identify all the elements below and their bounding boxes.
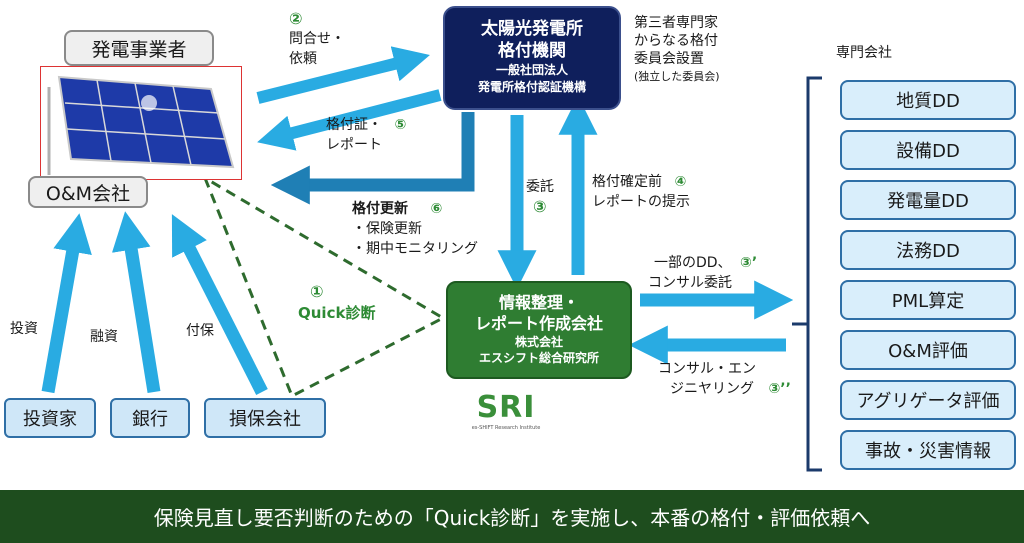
- label-flow5-line1: 格付証・ ⑤: [326, 116, 406, 134]
- expert-item: 地質DD: [840, 80, 1016, 120]
- label-flow2-line2: 依頼: [289, 51, 317, 67]
- label-flow2-line1: 問合せ・: [289, 31, 345, 47]
- label-flow6-item2: ・期中モニタリング: [352, 241, 478, 257]
- summary-banner: 保険見直し要否判断のための「Quick診断」を実施し、本番の格付・評価依頼へ: [0, 490, 1024, 543]
- label-flow3a-text: 一部のDD、: [654, 255, 732, 271]
- om-company-label: O&M会社: [45, 182, 131, 205]
- experts-title: 専門会社: [836, 45, 892, 61]
- committee-line3: 委員会設置: [634, 51, 704, 67]
- insurer-label: 損保会社: [229, 409, 301, 430]
- report-company-org2: エスシフト総合研究所: [478, 351, 599, 365]
- label-flow4-text: 格付確定前: [592, 174, 662, 190]
- arrow-finance: [111, 211, 161, 394]
- rating-agency-box: 太陽光発電所 格付機関 一般社団法人 発電所格付認証機構: [443, 6, 621, 110]
- label-insure: 付保: [186, 323, 214, 339]
- report-company-org1: 株式会社: [514, 335, 563, 349]
- operator-box: 発電事業者: [64, 30, 214, 66]
- committee-note: 第三者専門家 からなる格付 委員会設置 (独立した委員会): [634, 14, 720, 86]
- label-flow6-text: 格付更新: [352, 201, 408, 217]
- label-flow3a-number: ③’: [740, 255, 758, 271]
- solar-panel-icon: [41, 67, 241, 179]
- rating-agency-title1: 太陽光発電所: [481, 19, 583, 39]
- expert-item: PML算定: [840, 280, 1016, 320]
- sri-logo: SRI es-SHIFT Research Institute: [466, 392, 546, 438]
- expert-item: 法務DD: [840, 230, 1016, 270]
- label-flow3b-line1: コンサル・エン: [658, 361, 756, 377]
- expert-item-label: 事故・災害情報: [865, 441, 991, 462]
- report-company-box: 情報整理・ レポート作成会社 株式会社 エスシフト総合研究所: [446, 281, 632, 379]
- label-flow4-line1: 格付確定前 ④: [592, 173, 686, 191]
- label-flow3: 委託: [526, 179, 554, 195]
- committee-line1: 第三者専門家: [634, 15, 718, 31]
- label-flow3a-line2: コンサル委託: [648, 275, 732, 291]
- expert-item: 発電量DD: [840, 180, 1016, 220]
- investor-box: 投資家: [4, 398, 96, 438]
- report-company-title2: レポート作成会社: [474, 314, 603, 333]
- label-flow3-number: ③: [533, 197, 547, 216]
- expert-item-label: O&M評価: [888, 341, 968, 362]
- expert-item-label: 地質DD: [896, 91, 960, 112]
- label-flow1-number: ①: [310, 282, 324, 301]
- label-flow3b-text: ジニヤリング: [670, 381, 754, 397]
- expert-item: 設備DD: [840, 130, 1016, 170]
- investor-label: 投資家: [23, 409, 77, 430]
- rating-agency-title2: 格付機関: [498, 41, 566, 61]
- bank-label: 銀行: [132, 409, 168, 430]
- expert-item-label: 発電量DD: [887, 191, 969, 212]
- expert-item: アグリゲータ評価: [840, 380, 1016, 420]
- operator-label: 発電事業者: [91, 38, 187, 61]
- expert-item-label: PML算定: [891, 291, 965, 312]
- label-flow1-text: Quick診断: [298, 304, 376, 322]
- label-flow5-number: ⑤: [394, 117, 407, 133]
- label-flow4-number: ④: [674, 174, 687, 190]
- label-flow3a-line1: 一部のDD、 ③’: [654, 254, 757, 272]
- bank-box: 銀行: [110, 398, 190, 438]
- expert-item-label: 法務DD: [896, 241, 960, 262]
- rating-agency-org2: 発電所格付認証機構: [477, 80, 586, 94]
- label-flow6-number: ⑥: [430, 201, 443, 217]
- label-flow3b-number: ③’’: [768, 381, 791, 397]
- summary-banner-text: 保険見直し要否判断のための「Quick診断」を実施し、本番の格付・評価依頼へ: [153, 506, 871, 530]
- arrow-certificate: [257, 89, 442, 151]
- committee-line4: (独立した委員会): [634, 70, 720, 83]
- expert-item: O&M評価: [840, 330, 1016, 370]
- report-company-title1: 情報整理・: [498, 293, 579, 312]
- expert-item: 事故・災害情報: [840, 430, 1016, 470]
- expert-item-label: アグリゲータ評価: [856, 391, 1000, 412]
- arrow-invest: [41, 213, 92, 394]
- insurer-box: 損保会社: [204, 398, 326, 438]
- expert-item-label: 設備DD: [896, 141, 960, 162]
- solar-panel-image: [40, 66, 242, 180]
- experts-bracket: [792, 76, 822, 472]
- label-flow3b-line2: ジニヤリング ③’’: [670, 380, 791, 398]
- om-company-box: O&M会社: [28, 176, 148, 208]
- sri-logo-sub: es-SHIFT Research Institute: [471, 425, 541, 431]
- rating-agency-org1: 一般社団法人: [495, 63, 568, 77]
- label-flow6-title: 格付更新 ⑥: [352, 200, 442, 218]
- label-invest: 投資: [10, 321, 38, 337]
- arrow-inquiry: [256, 46, 430, 104]
- label-flow5-line2: レポート: [326, 137, 382, 153]
- label-flow6-item1: ・保険更新: [352, 221, 422, 237]
- committee-line2: からなる格付: [634, 33, 718, 49]
- label-flow2-number: ②: [289, 9, 303, 28]
- label-finance: 融資: [90, 329, 118, 345]
- label-flow5-text: 格付証・: [326, 117, 382, 133]
- arrow-rating-update: [270, 112, 475, 205]
- label-flow4-line2: レポートの提示: [592, 194, 690, 210]
- arrow-insure: [171, 214, 268, 395]
- sri-logo-text: SRI: [476, 390, 536, 425]
